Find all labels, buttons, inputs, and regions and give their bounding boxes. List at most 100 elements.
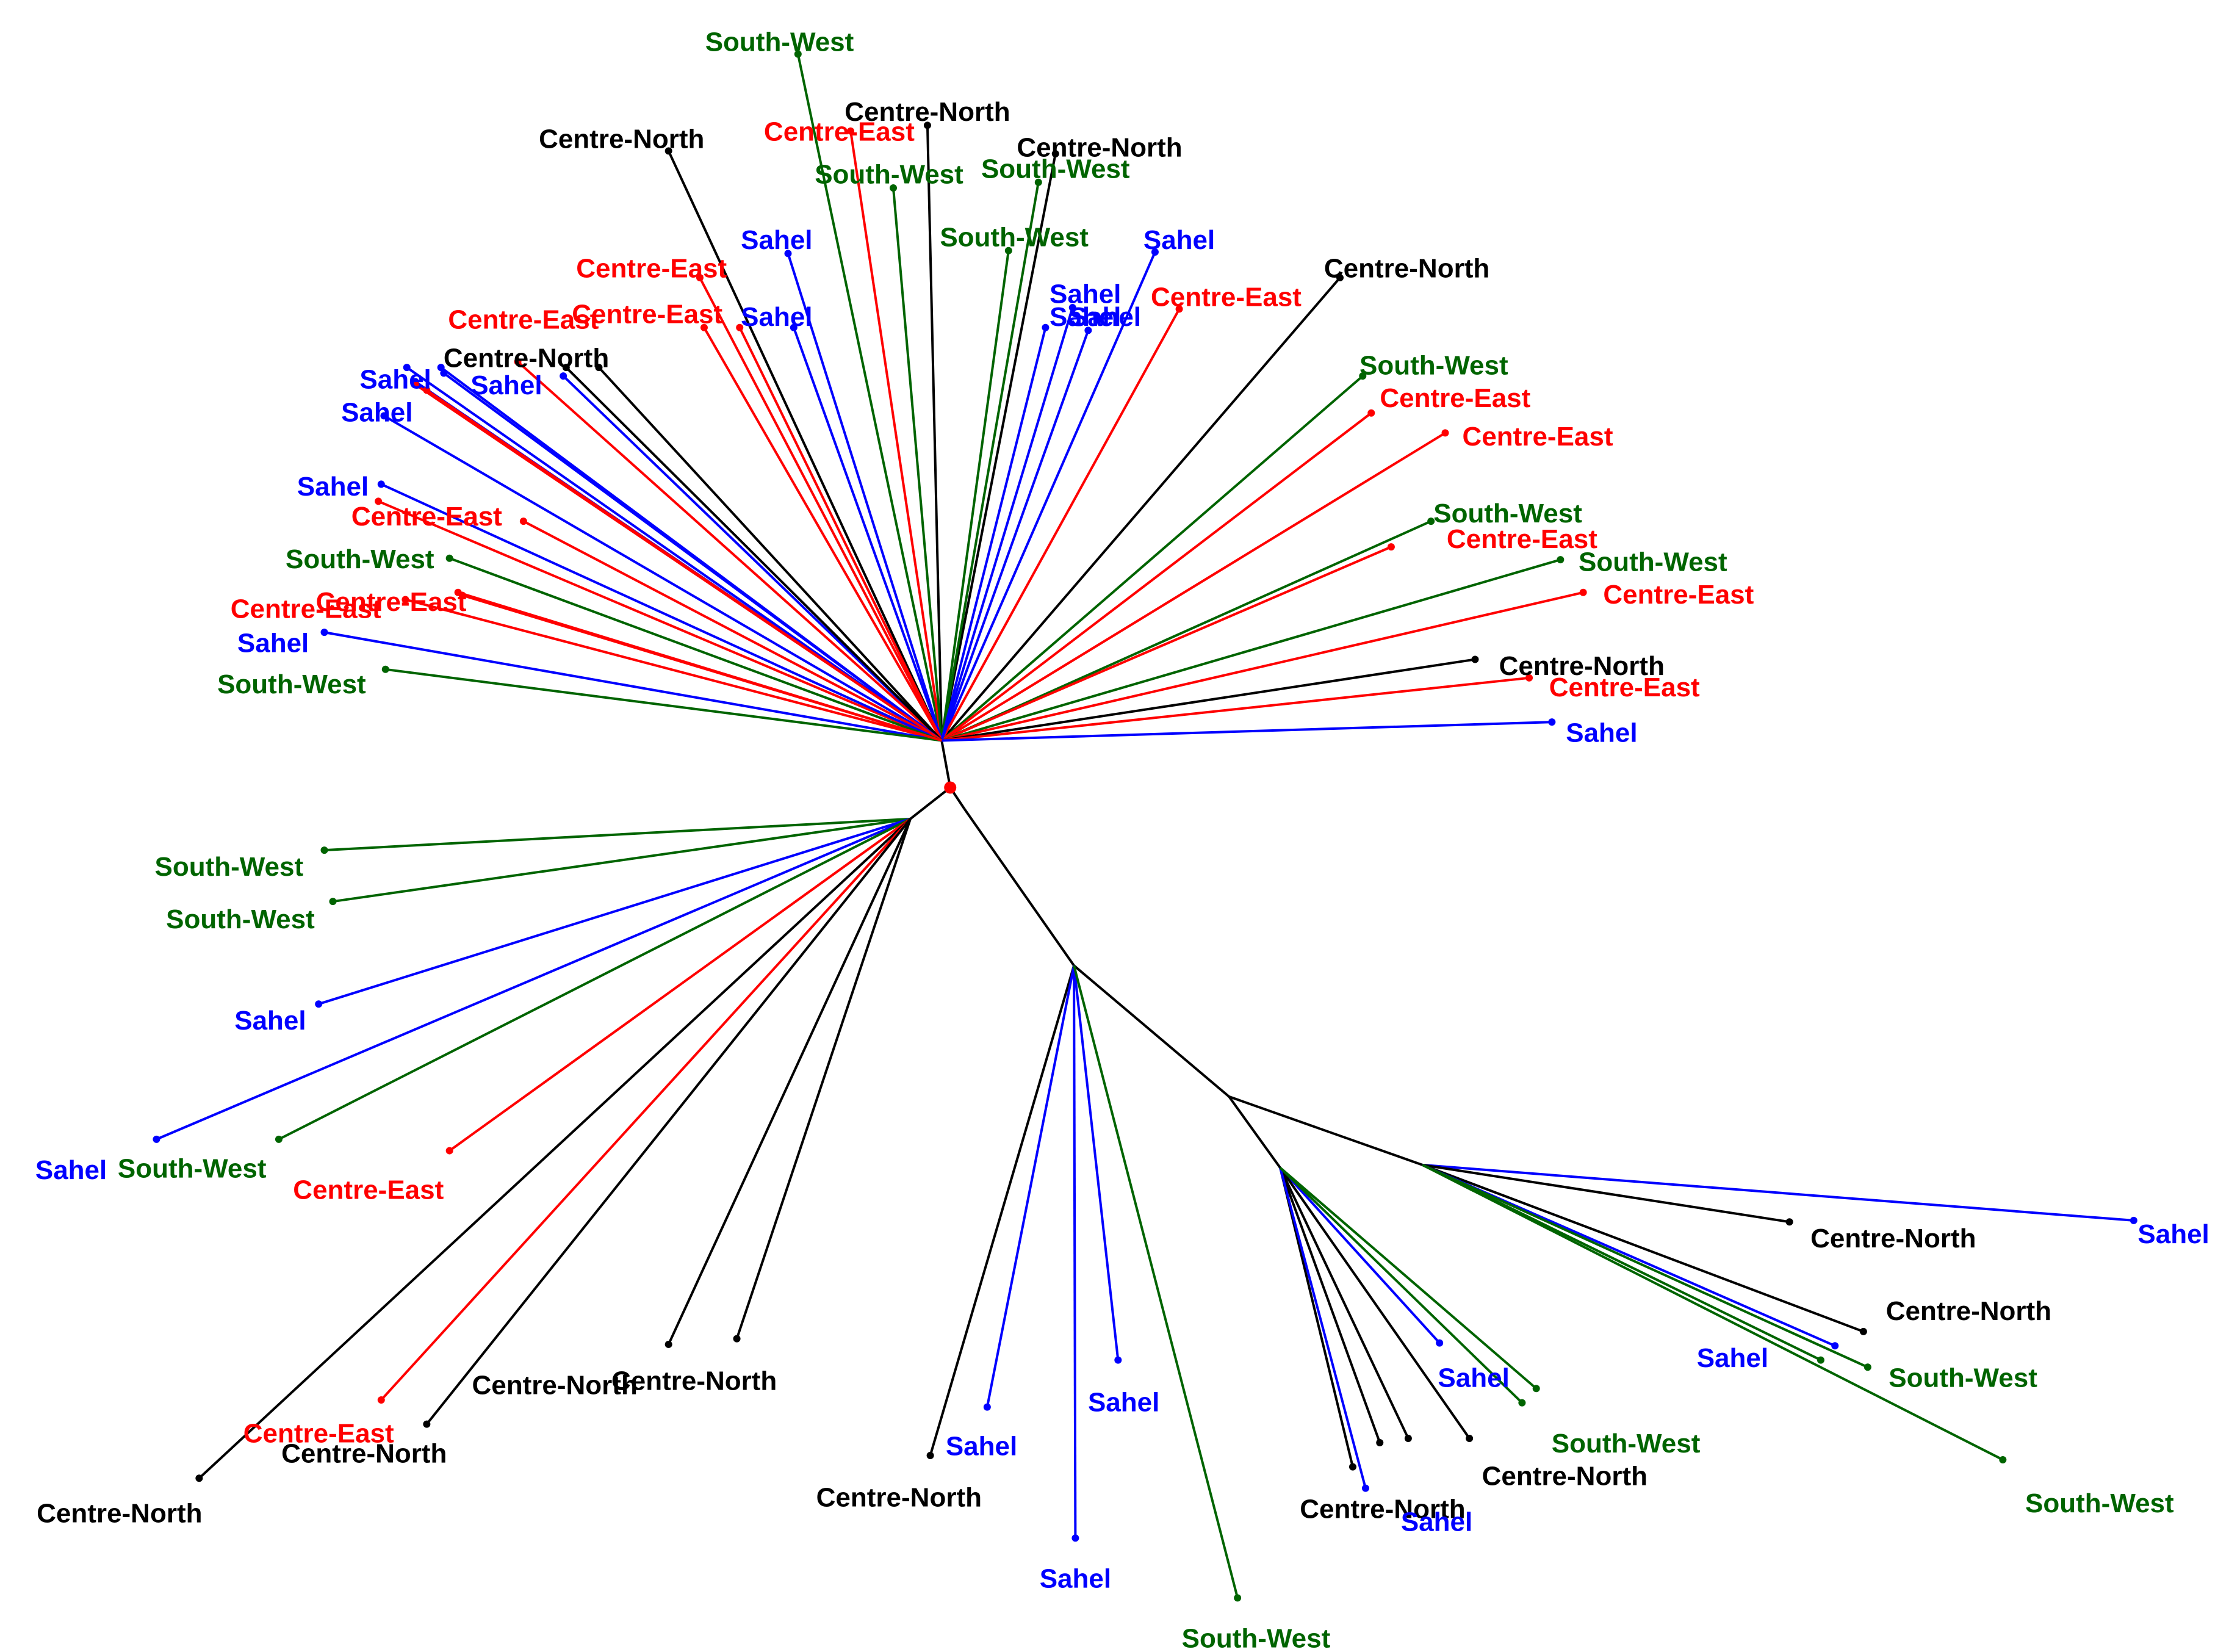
leaf-branch	[940, 327, 1047, 741]
leaf-tip-marker	[381, 665, 389, 673]
leaf-branch	[941, 558, 1561, 742]
root-node-marker	[944, 781, 957, 794]
leaf-branch	[941, 520, 1432, 742]
leaf-tip-marker	[983, 1403, 991, 1411]
leaf-branch	[699, 277, 943, 741]
leaf-tip-marker	[454, 588, 462, 596]
leaf-label: Sahel	[1070, 302, 1141, 332]
leaf-branch	[792, 327, 943, 741]
leaf-tip-marker	[1042, 323, 1050, 331]
leaf-branch	[1279, 1167, 1441, 1344]
leaf-label: Sahel	[741, 302, 812, 332]
leaf-branch	[940, 330, 1090, 741]
leaf-branch	[1073, 965, 1239, 1598]
tree-edges	[156, 54, 2134, 1598]
leaf-tip-marker	[1785, 1218, 1793, 1226]
leaf-tip-marker	[664, 147, 672, 155]
internal-branch	[963, 808, 1075, 967]
leaf-branch	[941, 412, 1372, 742]
leaf-label: Centre-North	[281, 1438, 447, 1468]
leaf-label: South-West	[118, 1154, 267, 1184]
leaf-label: South-West	[981, 154, 1130, 184]
leaf-label: Centre-East	[316, 587, 467, 617]
leaf-tip-marker	[315, 1000, 323, 1008]
leaf-branch	[1422, 1163, 2134, 1222]
leaf-label: Centre-East	[1463, 422, 1613, 452]
leaf-tip-marker	[445, 554, 453, 562]
leaf-label: Centre-North	[1886, 1296, 2051, 1326]
leaf-branch	[703, 326, 943, 741]
leaf-branch	[941, 591, 1584, 742]
leaf-label: Centre-East	[576, 254, 727, 284]
leaf-branch	[941, 431, 1446, 742]
leaf-label: Centre-East	[351, 502, 502, 532]
leaf-label: Centre-North	[1017, 132, 1182, 162]
leaf-tip-marker	[1471, 655, 1479, 663]
leaf-label: Sahel	[359, 365, 431, 395]
leaf-label: South-West	[166, 904, 315, 934]
leaf-tip-marker	[402, 596, 409, 604]
leaf-tip-marker	[1051, 150, 1059, 158]
leaf-tip-marker	[403, 364, 411, 372]
leaf-tip-marker	[1831, 1342, 1839, 1350]
leaf-branch	[926, 125, 943, 741]
leaf-tip-marker	[1359, 372, 1367, 380]
leaf-label: Sahel	[1438, 1363, 1509, 1393]
leaf-branch	[383, 414, 943, 742]
leaf-label: South-West	[217, 669, 366, 699]
internal-branch	[1228, 1095, 1281, 1169]
leaf-branch	[787, 253, 943, 741]
leaf-branch	[849, 131, 943, 741]
leaf-tip-marker	[1068, 304, 1076, 312]
leaf-label: Centre-North	[1482, 1462, 1647, 1491]
leaf-tip-marker	[889, 184, 897, 192]
leaf-branch	[735, 818, 912, 1340]
leaf-tip-marker	[784, 250, 792, 258]
leaf-branch	[940, 182, 1040, 741]
leaf-branch	[1279, 1167, 1523, 1404]
leaf-tip-marker	[1404, 1434, 1412, 1442]
leaf-tip-marker	[1175, 305, 1183, 313]
leaf-tip-marker	[700, 323, 708, 331]
leaf-label: South-West	[1433, 499, 1582, 528]
leaf-tip-marker	[1548, 718, 1556, 726]
leaf-label: Centre-East	[764, 117, 915, 147]
leaf-branch	[1279, 1167, 1410, 1439]
leaf-label: Centre-East	[1447, 524, 1597, 554]
leaf-tip-marker	[560, 372, 567, 380]
leaf-tip-marker	[275, 1135, 283, 1143]
leaf-label: South-West	[2025, 1488, 2174, 1518]
leaf-label: Sahel	[1040, 1564, 1111, 1594]
leaf-label: South-West	[286, 544, 434, 574]
leaf-label: Sahel	[297, 472, 369, 502]
leaf-branch	[929, 965, 1075, 1456]
leaf-tip-marker	[411, 381, 419, 389]
leaf-tip-marker	[1579, 588, 1587, 596]
leaf-branch	[1073, 965, 1077, 1538]
leaf-branch	[1422, 1164, 1864, 1333]
leaf-branch	[940, 307, 1074, 741]
leaf-label: Sahel	[470, 370, 542, 400]
leaf-tip-marker	[380, 412, 388, 420]
leaf-tip-marker	[1427, 518, 1435, 525]
leaf-tip-marker	[1387, 543, 1395, 551]
leaf-tip-marker	[562, 364, 570, 372]
leaf-tip-marker	[1557, 556, 1565, 564]
leaf-tip-marker	[1234, 1594, 1242, 1602]
leaf-label: Sahel	[1401, 1507, 1472, 1537]
leaf-branch	[565, 366, 943, 741]
tree-leaves	[153, 50, 2137, 1602]
leaf-label: Centre-North	[1324, 254, 1489, 284]
leaf-tip-marker	[1367, 409, 1375, 417]
leaf-branch	[940, 375, 1364, 741]
leaf-tip-marker	[736, 323, 744, 331]
leaf-branch	[1073, 965, 1120, 1360]
leaf-tip-marker	[1034, 178, 1042, 186]
leaf-label: Sahel	[946, 1432, 1017, 1462]
leaf-label: South-West	[1889, 1363, 2037, 1393]
leaf-branch	[156, 817, 911, 1141]
leaf-branch	[942, 721, 1552, 742]
leaf-branch	[380, 818, 912, 1401]
leaf-tip-marker	[1817, 1356, 1824, 1364]
